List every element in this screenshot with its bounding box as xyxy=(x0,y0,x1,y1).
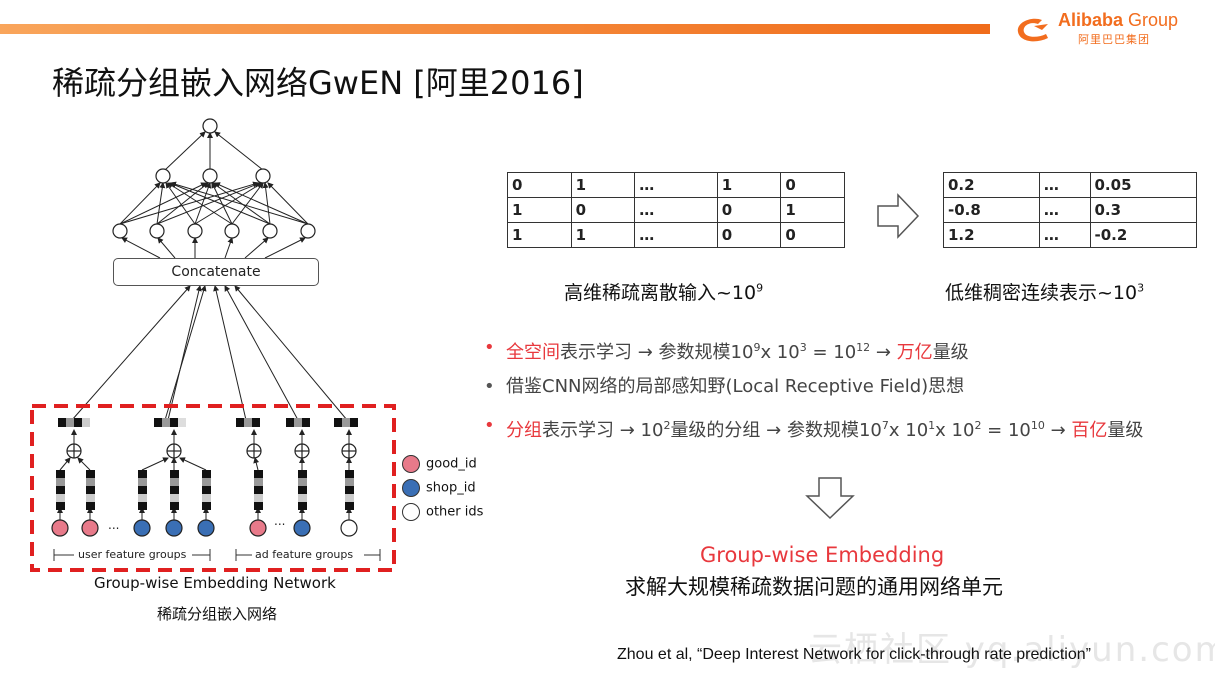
citation: Zhou et al, “Deep Interest Network for c… xyxy=(617,646,1091,663)
table-cell: 0 xyxy=(507,172,572,198)
legend-shop-id: shop_id xyxy=(402,479,476,497)
legend-good-id: good_id xyxy=(402,455,477,473)
right-arrow-icon xyxy=(877,193,920,239)
table-cell: … xyxy=(634,172,718,198)
bullet-local-receptive-field: •借鉴CNN网络的局部感知野(Local Receptive Field)思想 xyxy=(482,373,1143,412)
diagram-caption-cn: 稀疏分组嵌入网络 xyxy=(157,605,278,623)
bullet-full-space: •全空间表示学习 → 参数规模109x 103 = 1012 → 万亿量级 xyxy=(482,334,1143,373)
table-row: -0.8…0.3 xyxy=(943,197,1197,223)
table-cell: … xyxy=(1038,172,1091,198)
down-arrow-icon xyxy=(805,477,855,520)
ellipsis-ad: ... xyxy=(274,514,286,528)
legend-other-ids: other ids xyxy=(402,503,483,521)
table-cell: -0.8 xyxy=(943,197,1040,223)
table-cell: 1 xyxy=(716,172,782,198)
bullet-grouped: •分组表示学习 → 102量级的分组 → 参数规模107x 101x 102 =… xyxy=(482,412,1143,451)
table-cell: 0 xyxy=(716,222,782,248)
slide-title: 稀疏分组嵌入网络GwEN [阿里2016] xyxy=(52,64,584,102)
bullet-dot: • xyxy=(484,415,495,436)
group-output-embeddings xyxy=(58,418,358,427)
diagram-caption-en: Group-wise Embedding Network xyxy=(94,574,336,592)
table-cell: 1 xyxy=(507,197,572,223)
table-row: 1.2…-0.2 xyxy=(943,222,1197,248)
user-feature-groups-label: user feature groups xyxy=(78,548,187,561)
table-cell: … xyxy=(1038,197,1091,223)
sparse-caption: 高维稀疏离散输入~109 xyxy=(564,281,764,304)
table-cell: 0 xyxy=(780,222,845,248)
concatenate-layer: Concatenate xyxy=(113,258,319,286)
table-cell: 1.2 xyxy=(943,222,1040,248)
id-embedding-columns xyxy=(56,470,354,510)
legend-dot-pink xyxy=(402,455,420,473)
mlp-nodes xyxy=(112,118,316,239)
table-cell: 0 xyxy=(570,197,636,223)
table-cell: 0.2 xyxy=(943,172,1040,198)
ad-feature-groups-label: ad feature groups xyxy=(255,548,354,561)
table-cell: 1 xyxy=(570,172,636,198)
ellipsis-user: ... xyxy=(108,518,120,532)
bullet-dot: • xyxy=(484,376,495,397)
table-cell: … xyxy=(634,222,718,248)
brand-name-cn: 阿里巴巴集团 xyxy=(1078,33,1150,46)
legend-dot-blue xyxy=(402,479,420,497)
id-input-nodes xyxy=(51,519,358,537)
table-cell: … xyxy=(634,197,718,223)
table-row: 0.2…0.05 xyxy=(943,172,1197,198)
legend-dot-white xyxy=(402,503,420,521)
gwen-network-diagram xyxy=(30,118,396,572)
grouping-box xyxy=(30,404,396,572)
table-cell: … xyxy=(1038,222,1091,248)
table-cell: 1 xyxy=(507,222,572,248)
alibaba-logo-icon xyxy=(1017,18,1048,42)
table-cell: 0 xyxy=(716,197,782,223)
conclusion-subtitle: 求解大规模稀疏数据问题的通用网络单元 xyxy=(625,575,1003,599)
sum-operators xyxy=(66,443,357,459)
table-cell: 0.3 xyxy=(1089,197,1197,223)
bullet-list: •全空间表示学习 → 参数规模109x 103 = 1012 → 万亿量级 •借… xyxy=(482,334,1143,451)
brand-name: Alibaba Group xyxy=(1058,10,1179,30)
bullet-dot: • xyxy=(484,337,495,358)
dense-output-table: 0.2…0.05 -0.8…0.3 1.2…-0.2 xyxy=(943,172,1197,248)
feature-group-rulers xyxy=(53,549,381,561)
conclusion-title: Group-wise Embedding xyxy=(700,543,945,567)
dense-caption: 低维稠密连续表示~103 xyxy=(945,281,1145,304)
table-cell: 1 xyxy=(780,197,845,223)
watermark: 云栖社区 yq.aliyun.com xyxy=(808,630,1215,670)
table-cell: -0.2 xyxy=(1089,222,1197,248)
sum-plus-signs xyxy=(67,444,356,458)
table-cell: 0.05 xyxy=(1089,172,1197,198)
dense-connections xyxy=(71,131,348,421)
header-accent-bar xyxy=(0,24,990,34)
table-cell: 1 xyxy=(570,222,636,248)
table-cell: 0 xyxy=(780,172,845,198)
